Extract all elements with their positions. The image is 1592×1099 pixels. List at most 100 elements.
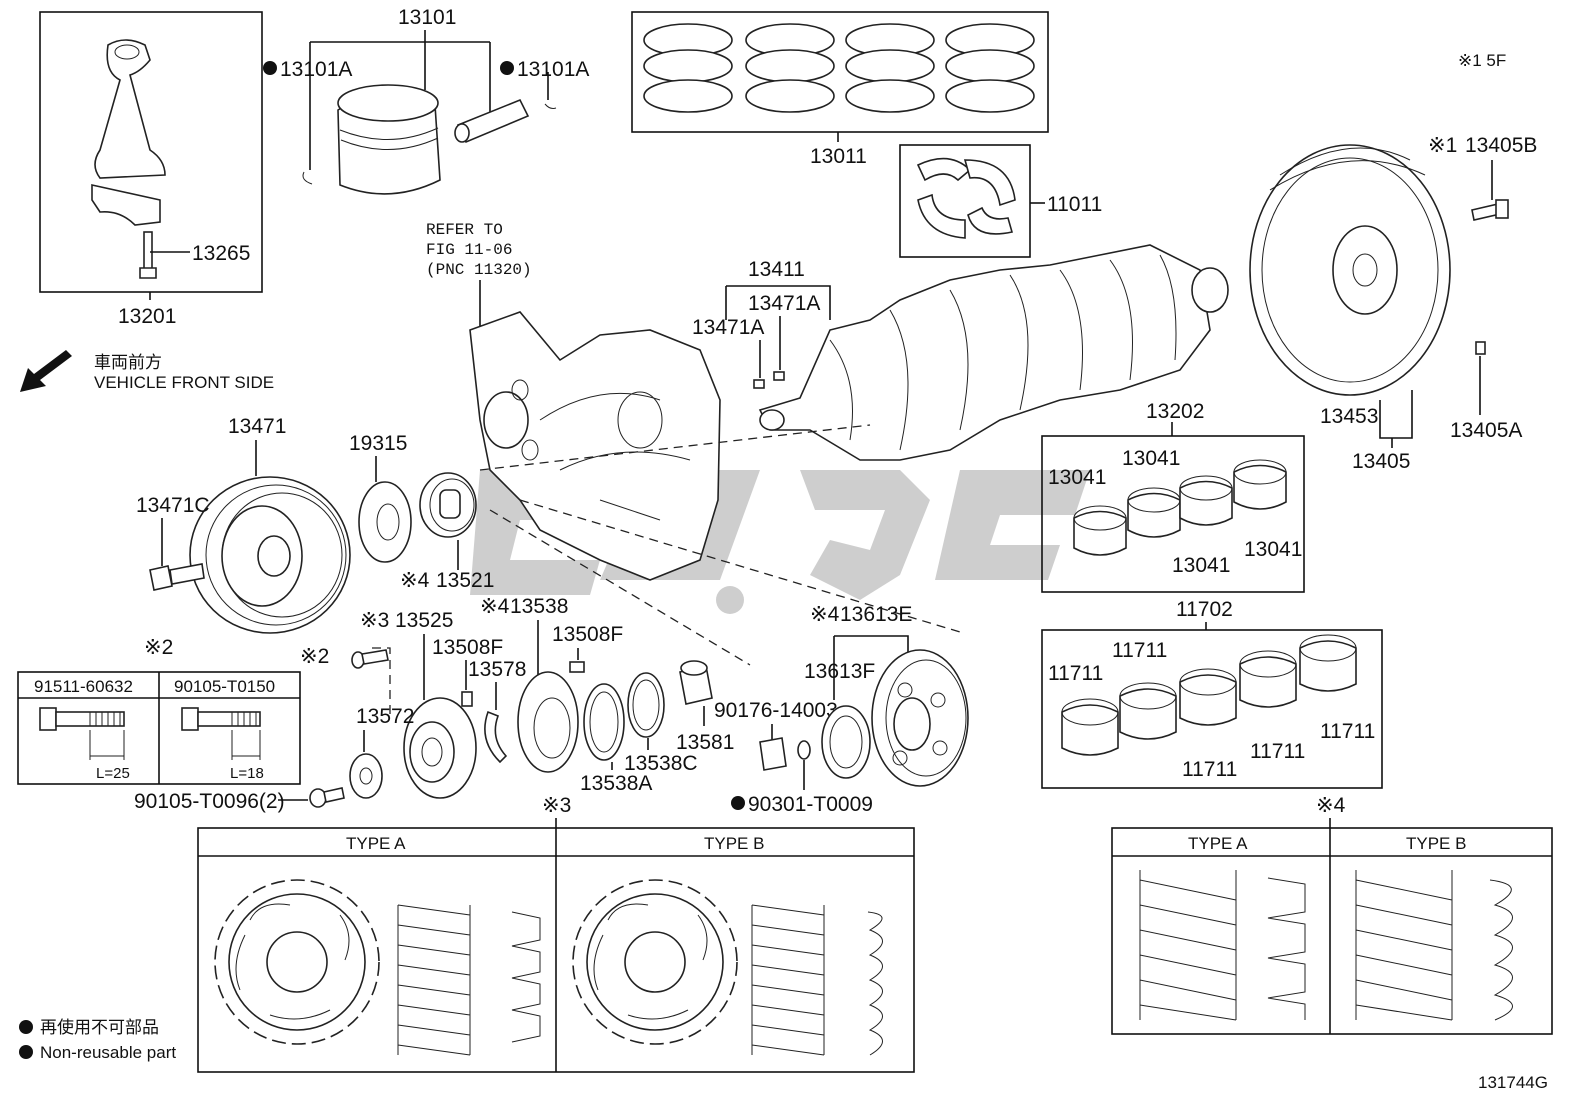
part-label-13508f-2[interactable]: 13508F [552, 623, 623, 646]
small-bolt [351, 649, 389, 669]
gear-type-b-illustration [572, 879, 883, 1056]
part-label-13581[interactable]: 13581 [676, 731, 734, 754]
part-label-13453[interactable]: 13453 [1320, 405, 1378, 428]
part-label-11711-3[interactable]: 11711 [1182, 758, 1237, 781]
part-label-13265[interactable]: 13265 [192, 242, 250, 265]
pin-13508f-2 [569, 661, 585, 673]
front-side-en: VEHICLE FRONT SIDE [94, 373, 274, 392]
bolt-table-col1[interactable]: 91511-60632 [34, 677, 133, 696]
legend-jp: 再使用不可部品 [40, 1017, 159, 1037]
part-label-13202[interactable]: 13202 [1146, 400, 1204, 423]
part-label-13201[interactable]: 13201 [118, 305, 176, 328]
connecting-rod-box [39, 11, 263, 293]
bolt-table [17, 671, 301, 785]
part-label-13011[interactable]: 13011 [810, 145, 867, 168]
part-label-11011[interactable]: 11011 [1047, 193, 1102, 216]
plate-13572 [349, 753, 383, 799]
part-label-13101a-left[interactable]: 13101A [280, 58, 352, 81]
non-reusable-mark [263, 61, 277, 75]
crank-gear-19315 [358, 481, 412, 563]
part-label-13405b[interactable]: 13405B [1465, 134, 1537, 157]
crank-bearings-illustration [1073, 459, 1287, 556]
part-label-13471[interactable]: 13471 [228, 415, 286, 438]
part-label-13538c[interactable]: 13538C [624, 752, 698, 775]
plug-90176 [759, 737, 787, 771]
legend-bullet-1 [19, 1020, 33, 1034]
flywheel-illustration [1249, 144, 1451, 396]
crankshaft-illustration [758, 244, 1229, 461]
part-label-13525[interactable]: 13525 [395, 609, 453, 632]
part-label-13041-3[interactable]: 13041 [1172, 554, 1230, 577]
refer-to-line3: (PNC 11320) [426, 261, 532, 279]
legend-bullet-2 [19, 1045, 33, 1059]
part-label-90301[interactable]: 90301-T0009 [748, 793, 873, 816]
type-panel-3-type-b: TYPE B [704, 834, 764, 853]
note-mark-2a: ※2 [300, 645, 329, 668]
crank-timing-gear-13521 [419, 472, 477, 538]
part-label-13578[interactable]: 13578 [468, 658, 526, 681]
part-label-13405a[interactable]: 13405A [1450, 419, 1522, 442]
balancer-gear-13613e [871, 649, 969, 787]
part-label-11711-2[interactable]: 11711 [1112, 639, 1167, 662]
part-label-13041-1[interactable]: 13041 [1048, 466, 1106, 489]
type-panel-3-type-a: TYPE A [346, 834, 406, 853]
vehicle-front-arrow [20, 350, 72, 392]
bolt-length-1: L=25 [96, 765, 130, 782]
part-label-13538a[interactable]: 13538A [580, 772, 652, 795]
timing-cover-illustration [469, 311, 721, 581]
part-label-13538[interactable]: 13538 [510, 595, 568, 618]
type-panel-3 [197, 827, 915, 1073]
gasket-90301 [797, 740, 811, 760]
bolt-table-col2[interactable]: 90105-T0150 [174, 677, 275, 696]
part-label-13041-4[interactable]: 13041 [1244, 538, 1302, 561]
seal-13538a [583, 683, 625, 761]
part-label-13405[interactable]: 13405 [1352, 450, 1410, 473]
note-mark-3a: ※3 [360, 609, 389, 632]
part-label-13101a-right[interactable]: 13101A [517, 58, 589, 81]
part-label-13411[interactable]: 13411 [748, 258, 805, 281]
part-label-13572[interactable]: 13572 [356, 705, 414, 728]
main-bearings-illustration [1061, 634, 1357, 756]
diagram-id: 131744G [1478, 1073, 1548, 1092]
main-bearing-box [1041, 629, 1383, 789]
bolt-table-note: ※2 [144, 636, 173, 659]
refer-to-line2[interactable]: FIG 11-06 [426, 241, 512, 259]
tooth-type-b-illustration [1355, 870, 1513, 1021]
part-label-13471c[interactable]: 13471C [136, 494, 210, 517]
part-label-90176[interactable]: 90176-14003 [714, 699, 838, 722]
sensor-13581 [679, 660, 713, 705]
flywheel-bolt [1471, 199, 1509, 221]
type-panel-4-type-b: TYPE B [1406, 834, 1466, 853]
gear-type-a-illustration [214, 879, 541, 1056]
part-label-11711-1[interactable]: 11711 [1048, 662, 1103, 685]
part-label-13508f-1[interactable]: 13508F [432, 636, 503, 659]
part-label-13521[interactable]: 13521 [436, 569, 494, 592]
part-label-13041-2[interactable]: 13041 [1122, 447, 1180, 470]
part-label-11702[interactable]: 11702 [1176, 598, 1233, 621]
refer-to-line1: REFER TO [426, 221, 503, 239]
tooth-type-a-illustration [1139, 870, 1306, 1021]
bolt-length-2: L=18 [230, 765, 264, 782]
thrust-washer-box [899, 144, 1031, 258]
part-label-11711-5[interactable]: 11711 [1320, 720, 1375, 743]
part-label-13613e[interactable]: 13613E [840, 603, 912, 626]
legend-en: Non-reusable part [40, 1043, 176, 1062]
part-label-90105-t0096[interactable]: 90105-T0096(2) [134, 790, 285, 813]
note-mark-4b: ※4 [480, 595, 510, 618]
thrust-washer-illustration [916, 157, 1016, 239]
pin-13508f [461, 691, 473, 707]
piston-rings-box [631, 11, 1049, 133]
part-label-13101[interactable]: 13101 [398, 6, 456, 29]
part-label-11711-4[interactable]: 11711 [1250, 740, 1305, 763]
pulley-bolt [149, 563, 205, 591]
note-mark-4c: ※4 [810, 603, 840, 626]
part-label-13471a-1[interactable]: 13471A [692, 316, 764, 339]
part-label-19315[interactable]: 19315 [349, 432, 407, 455]
connecting-rod-illustration [91, 39, 166, 279]
front-side-jp: 車両前方 [94, 353, 162, 372]
type-panel-3-note: ※3 [542, 794, 571, 817]
part-label-13613f[interactable]: 13613F [804, 660, 875, 683]
part-label-13471a-2[interactable]: 13471A [748, 292, 820, 315]
piston-illustration [302, 84, 557, 195]
